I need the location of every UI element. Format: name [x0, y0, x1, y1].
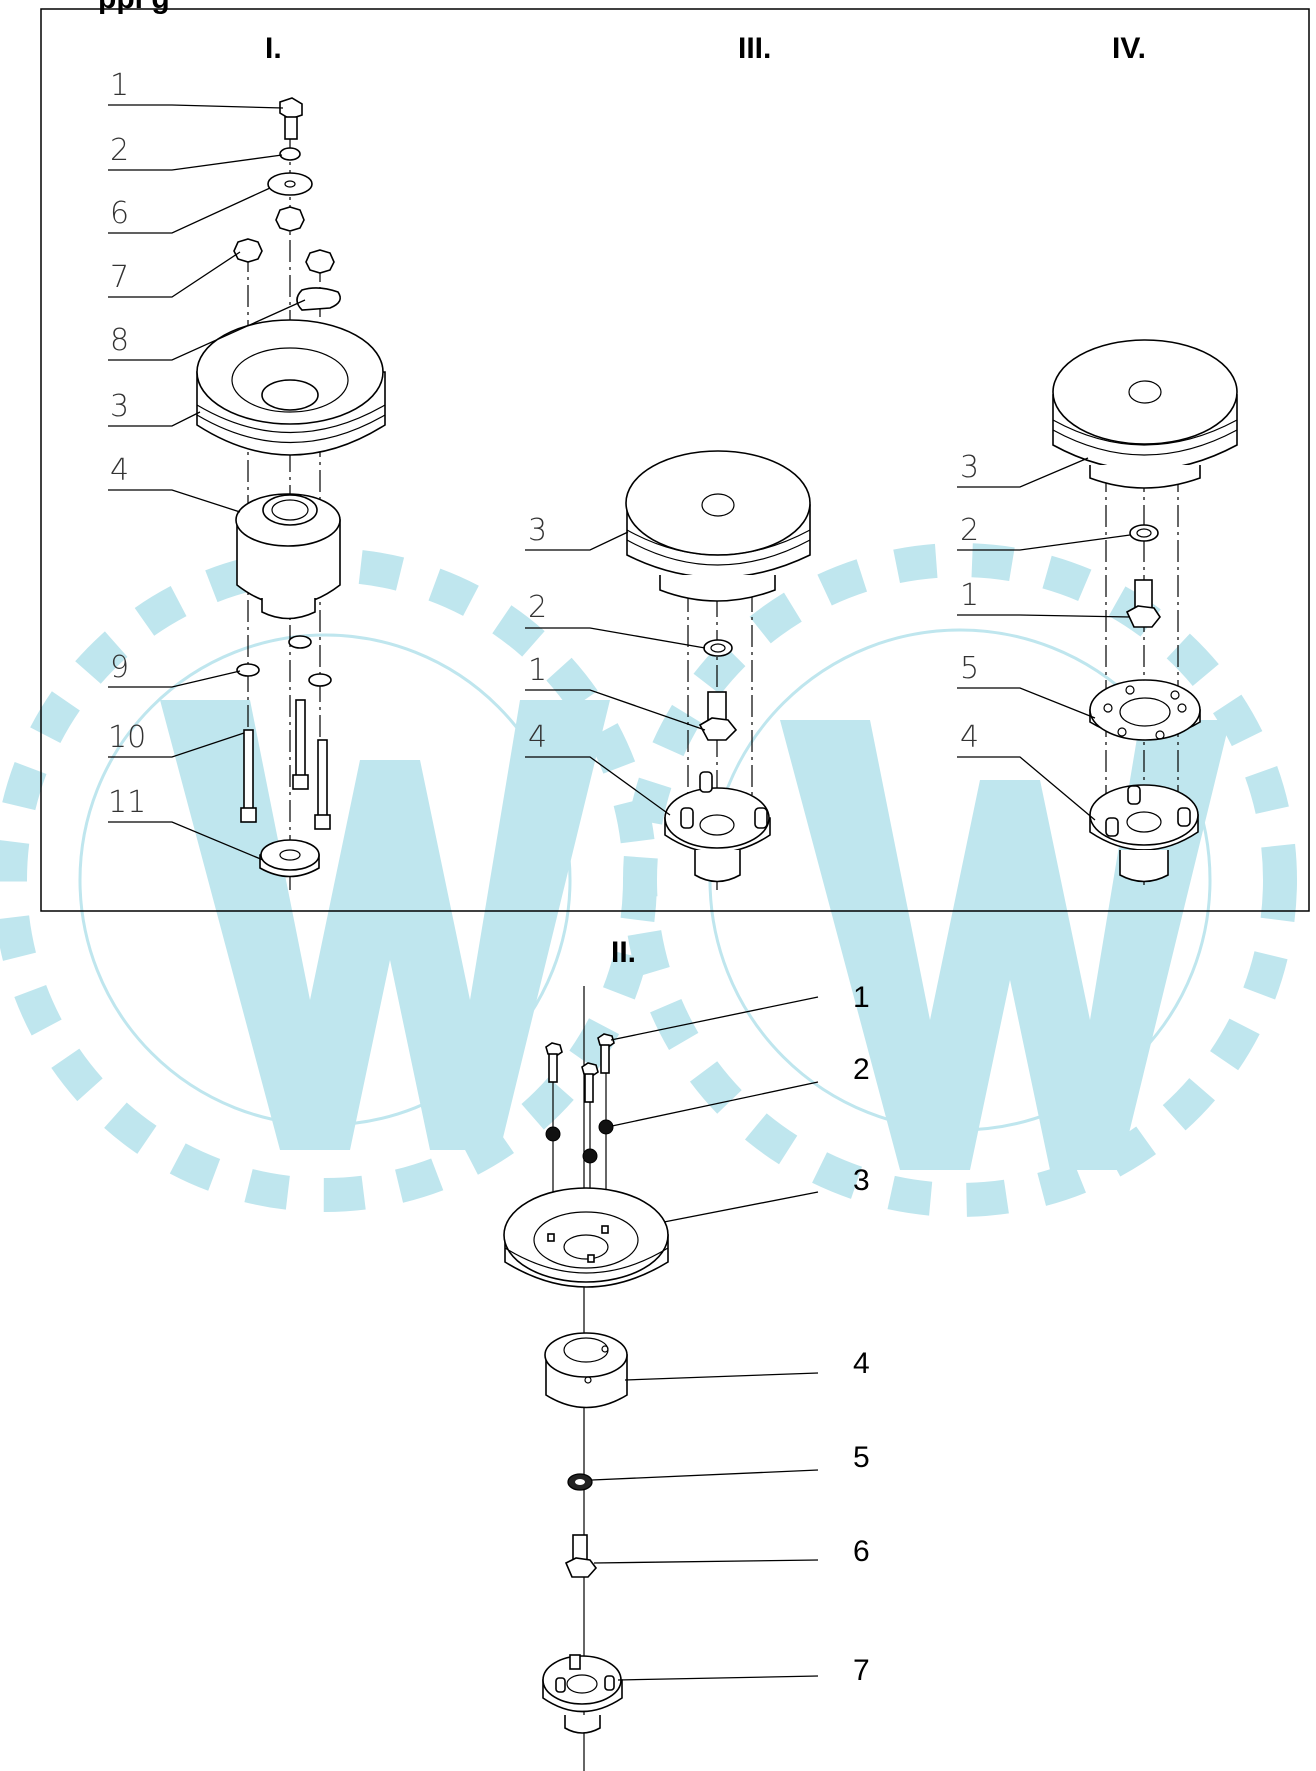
- view-iv: IV.: [957, 32, 1238, 890]
- socket-head-bolt: [292, 699, 309, 790]
- hex-nut: [305, 249, 335, 274]
- view-i: I.: [108, 32, 386, 890]
- hex-bolt: [564, 1534, 598, 1578]
- callout-5: 5: [853, 1441, 870, 1474]
- pulley-hub: [544, 1332, 628, 1409]
- callout-1: 1: [960, 578, 979, 613]
- callout-3: 3: [528, 513, 547, 548]
- pulley-hub: [235, 493, 341, 620]
- end-hub: [542, 1654, 623, 1734]
- socket-head-bolt: [240, 729, 257, 823]
- pulley-hub: [664, 771, 771, 883]
- callout-2: 2: [528, 590, 547, 625]
- hex-bolt: [597, 1033, 615, 1074]
- socket-head-bolt: [314, 739, 331, 830]
- hex-nut: [275, 206, 305, 232]
- view-label: I.: [265, 32, 282, 65]
- view-label: II.: [611, 936, 636, 969]
- callout-11: 11: [108, 785, 146, 820]
- view-label: III.: [738, 32, 771, 65]
- view-ii: II.: [503, 936, 870, 1771]
- callout-8: 8: [110, 323, 129, 358]
- callout-6: 6: [853, 1535, 870, 1568]
- callout-4: 4: [853, 1347, 870, 1380]
- callout-3: 3: [110, 389, 129, 424]
- callout-4: 4: [960, 720, 979, 755]
- watermark-logo-right: [623, 543, 1297, 1217]
- callout-1: 1: [853, 981, 870, 1014]
- callout-7: 7: [110, 260, 129, 295]
- v-belt-pulley: [625, 450, 811, 602]
- view-label: IV.: [1112, 32, 1146, 65]
- spring-washer: [279, 147, 301, 161]
- callout-2: 2: [960, 513, 979, 548]
- callout-labels-view-ii: 1 2 3 4 5 6 7: [853, 981, 870, 1687]
- page-title-fragment: ppi g: [98, 0, 170, 15]
- callout-5: 5: [960, 651, 979, 686]
- v-belt-pulley: [196, 319, 386, 456]
- spring-washer: [567, 1473, 593, 1491]
- spring-washer: [582, 1148, 598, 1164]
- spring-washer: [545, 1126, 561, 1142]
- callout-1: 1: [110, 68, 129, 103]
- callout-6: 6: [110, 196, 129, 231]
- spring-washer: [1129, 524, 1159, 542]
- callout-3: 3: [960, 450, 979, 485]
- callout-3: 3: [853, 1164, 870, 1197]
- callout-4: 4: [110, 453, 129, 488]
- callout-4: 4: [528, 720, 547, 755]
- spring-washer: [598, 1119, 614, 1135]
- callout-10: 10: [108, 720, 146, 755]
- gear-ring-icon: [623, 543, 1297, 1217]
- flat-washer: [267, 172, 313, 196]
- w-letter-icon: [780, 720, 1230, 1170]
- callout-7: 7: [853, 1654, 870, 1687]
- hex-bolt: [545, 1042, 563, 1083]
- hex-nut: [233, 238, 263, 263]
- hex-bolt: [581, 1062, 599, 1103]
- callout-labels-view-iv: 3 2 1 5 4: [960, 450, 979, 755]
- adapter-flange: [1089, 679, 1201, 741]
- small-washer: [236, 663, 260, 677]
- w-letter-icon: [160, 700, 610, 1150]
- hex-bolt: [279, 97, 303, 140]
- callout-2: 2: [853, 1053, 870, 1086]
- hex-bolt: [698, 691, 738, 741]
- v-belt-pulley: [1052, 339, 1238, 489]
- small-washer: [308, 673, 332, 687]
- hex-bolt: [1125, 579, 1161, 628]
- end-disc: [259, 839, 320, 878]
- small-washer: [288, 635, 312, 649]
- callout-9: 9: [110, 650, 129, 685]
- views-frame: [40, 8, 1310, 912]
- spring-washer: [703, 639, 733, 657]
- lock-plate: [296, 287, 341, 311]
- view-iii: III.: [525, 32, 811, 890]
- callout-1: 1: [528, 653, 547, 688]
- callout-labels-view-iii: 3 2 1 4: [528, 513, 547, 755]
- callout-labels-view-i: 1 2 6 7 8 3 4 9 10 11: [108, 68, 146, 820]
- callout-2: 2: [110, 133, 129, 168]
- v-belt-pulley: [503, 1187, 669, 1288]
